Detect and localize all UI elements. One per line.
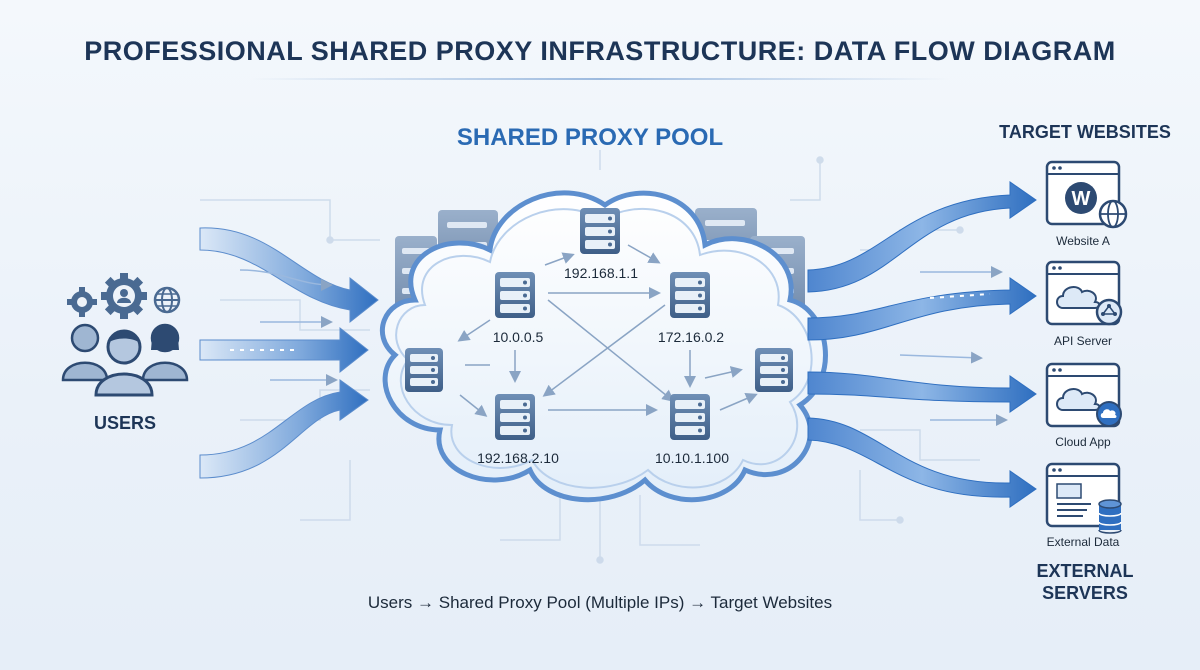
user-icon	[141, 323, 189, 382]
site-label: API Server	[1053, 334, 1113, 348]
user-icon	[61, 323, 109, 382]
title-divider	[250, 78, 950, 80]
ip-label: 192.168.1.1	[564, 265, 638, 281]
ip-label: 192.168.2.10	[477, 450, 559, 466]
outgoing-arrow-3	[807, 371, 1037, 413]
server-icon	[755, 348, 793, 392]
site-label: Cloud App	[1055, 435, 1111, 449]
globe-icon	[153, 286, 181, 314]
wordpress-icon: W	[1045, 160, 1128, 229]
svg-text:W: W	[1072, 188, 1091, 210]
gear-icon	[101, 273, 147, 319]
server-icon	[495, 272, 535, 318]
site-label: Website A	[1056, 234, 1110, 248]
incoming-arrows	[199, 227, 379, 479]
outgoing-arrow-1	[807, 181, 1037, 293]
outgoing-arrow-4	[807, 417, 1037, 508]
database-icon	[1045, 462, 1122, 534]
cloud-app-icon	[1045, 362, 1122, 428]
server-icon	[580, 208, 620, 254]
ip-label: 172.16.0.2	[657, 329, 725, 345]
outgoing-arrow-2	[807, 277, 1037, 341]
server-icon	[670, 394, 710, 440]
server-icon	[670, 272, 710, 318]
server-icon	[495, 394, 535, 440]
users-label: USERS	[93, 413, 156, 433]
cloud-network-icon	[1045, 260, 1123, 326]
page-title: PROFESSIONAL SHARED PROXY INFRASTRUCTURE…	[84, 36, 1116, 66]
site-label: External Data	[1046, 535, 1120, 549]
target-site-icons: W	[1045, 160, 1128, 534]
proxy-pool-title: SHARED PROXY POOL	[456, 124, 724, 151]
external-servers-line1: EXTERNAL	[1036, 561, 1134, 581]
incoming-arrow-1	[199, 227, 379, 324]
circuit-lines	[200, 150, 980, 564]
incoming-arrow-3	[199, 379, 369, 479]
ip-label: 10.0.0.5	[492, 329, 544, 345]
server-icon	[405, 348, 443, 392]
outgoing-arrows	[807, 181, 1037, 508]
external-servers-line2: SERVERS	[1042, 583, 1128, 603]
gear-icon	[67, 287, 97, 317]
pool-servers	[405, 208, 793, 440]
external-servers-title: EXTERNAL SERVERS	[1010, 560, 1160, 604]
user-icon	[94, 329, 154, 397]
pool-connections	[457, 244, 758, 417]
flow-caption: Users → Shared Proxy Pool (Multiple IPs)…	[367, 593, 833, 612]
ip-label: 10.10.1.100	[655, 450, 729, 466]
target-websites-title: TARGET WEBSITES	[999, 122, 1171, 142]
users-icon-group	[61, 273, 189, 397]
